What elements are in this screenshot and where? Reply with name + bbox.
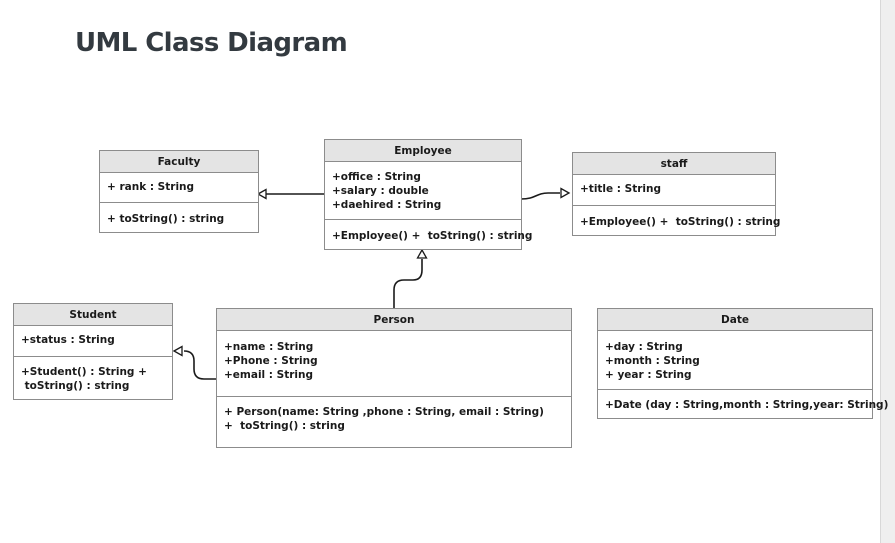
attribute: + rank : String	[107, 181, 195, 193]
operation: toString() : string	[21, 380, 130, 392]
class-staff[interactable]: staff +title : String +Employee() + toSt…	[572, 152, 781, 236]
class-date-name: Date	[598, 309, 872, 331]
class-employee[interactable]: Employee +office : String +salary : doub…	[324, 139, 533, 250]
operation: + toString() : string	[107, 213, 225, 225]
class-person-attributes: +name : String +Phone : String +email : …	[217, 331, 571, 397]
attribute: +Phone : String	[224, 355, 318, 367]
class-employee-attributes: +office : String +salary : double +daehi…	[325, 162, 521, 220]
class-faculty-operations: + toString() : string	[100, 203, 258, 226]
class-person-name: Person	[217, 309, 571, 331]
class-staff-attributes: +title : String	[573, 175, 775, 206]
class-date[interactable]: Date +day : String +month : String + yea…	[597, 308, 889, 419]
attribute: +month : String	[605, 355, 700, 367]
class-date-attributes: +day : String +month : String + year : S…	[598, 331, 872, 390]
attribute: +email : String	[224, 369, 314, 381]
class-student[interactable]: Student +status : String +Student() : St…	[13, 303, 173, 400]
operation: +Employee() + toString() : string	[580, 216, 781, 228]
operation: +Date (day : String,month : String,year:…	[605, 399, 889, 411]
operation: + toString() : string	[224, 420, 345, 432]
attribute: +daehired : String	[332, 199, 442, 211]
class-faculty-name: Faculty	[100, 151, 258, 173]
attribute: + year : String	[605, 369, 692, 381]
operation: +Employee() + toString() : string	[332, 230, 533, 242]
class-staff-name: staff	[573, 153, 775, 175]
operation: +Student() : String +	[21, 366, 147, 378]
class-student-operations: +Student() : String + toString() : strin…	[14, 357, 172, 393]
attribute: +day : String	[605, 341, 683, 353]
attribute: +status : String	[21, 334, 115, 346]
class-person[interactable]: Person +name : String +Phone : String +e…	[216, 308, 572, 448]
operation: + Person(name: String ,phone : String, e…	[224, 406, 544, 418]
attribute: +office : String	[332, 171, 421, 183]
class-employee-operations: +Employee() + toString() : string	[325, 220, 533, 243]
class-student-name: Student	[14, 304, 172, 326]
class-person-operations: + Person(name: String ,phone : String, e…	[217, 397, 571, 433]
vertical-scrollbar[interactable]	[880, 0, 895, 543]
class-date-operations: +Date (day : String,month : String,year:…	[598, 390, 889, 412]
attribute: +name : String	[224, 341, 314, 353]
class-staff-operations: +Employee() + toString() : string	[573, 206, 781, 229]
attribute: +salary : double	[332, 185, 429, 197]
page-title: UML Class Diagram	[75, 28, 348, 58]
class-employee-name: Employee	[325, 140, 521, 162]
class-student-attributes: +status : String	[14, 326, 172, 357]
class-faculty[interactable]: Faculty + rank : String + toString() : s…	[99, 150, 259, 233]
class-faculty-attributes: + rank : String	[100, 173, 258, 203]
attribute: +title : String	[580, 183, 662, 195]
